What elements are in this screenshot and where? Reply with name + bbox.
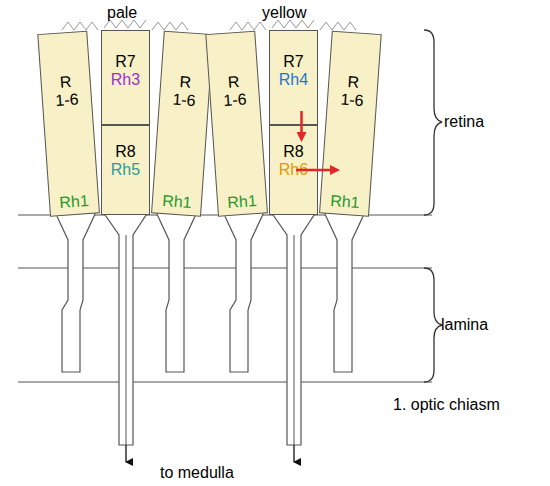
text-label: lamina	[441, 316, 488, 334]
cell-name: R7	[102, 53, 149, 71]
r7-r8-axon	[126, 235, 127, 445]
rhodopsin-label: Rh1	[320, 191, 369, 212]
cell-name: R8	[102, 143, 149, 161]
rhodopsin-label: Rh1	[218, 191, 267, 212]
rhabdomere-tip	[272, 20, 314, 28]
cell-name: R 1-6	[338, 72, 366, 110]
axon-terminal	[55, 212, 96, 372]
text-label: yellow	[262, 4, 306, 22]
projection-arrow	[125, 445, 126, 462]
photoreceptor-r1-6: R 1-6Rh1	[37, 31, 100, 217]
rhabdomere-tip	[104, 20, 146, 28]
text-label: pale	[107, 4, 137, 22]
text-label: 1. optic chiasm	[393, 396, 500, 414]
photoreceptor-r1-6: R 1-6Rh1	[205, 31, 268, 217]
cell-name: R 1-6	[170, 72, 198, 110]
rhodopsin-label: Rh1	[152, 191, 201, 212]
axon-terminal	[156, 212, 197, 372]
photoreceptor-r1-6: R 1-6Rh1	[151, 31, 214, 217]
r7-r8-axon	[103, 212, 148, 445]
signal-arrow	[300, 111, 303, 137]
r7-r8-axon	[271, 212, 316, 445]
rhabdomere-tip	[62, 22, 98, 30]
rhabdomere-tip	[230, 22, 266, 30]
rhodopsin-label: Rh5	[102, 161, 149, 179]
photoreceptor-cell: R7Rh3	[101, 30, 150, 125]
rhodopsin-label: Rh1	[50, 191, 99, 212]
text-label: to medulla	[160, 464, 234, 482]
cell-name: R7	[270, 53, 317, 71]
photoreceptor-cell: R8Rh5	[101, 125, 150, 215]
photoreceptor-cell: R7Rh4	[269, 30, 318, 125]
photoreceptor-cell: R8Rh6	[269, 125, 318, 215]
lamina-bracket	[424, 268, 442, 382]
axon-terminal	[223, 212, 264, 372]
cell-name: R 1-6	[220, 72, 248, 110]
rhodopsin-label: Rh4	[270, 71, 317, 89]
cell-name: R 1-6	[52, 72, 80, 110]
cell-name: R8	[270, 143, 317, 161]
signal-arrow	[296, 169, 335, 172]
lamina-boundary	[18, 381, 432, 382]
rhabdomere-tip	[320, 22, 356, 30]
retina-bracket	[424, 30, 442, 215]
projection-arrow	[293, 445, 294, 462]
rhabdomere-tip	[152, 22, 188, 30]
axon-terminal	[324, 212, 365, 372]
photoreceptor-r1-6: R 1-6Rh1	[319, 31, 382, 217]
r7-r8-axon	[294, 235, 295, 445]
text-label: retina	[444, 113, 484, 131]
rhodopsin-label: Rh6	[270, 161, 317, 179]
rhodopsin-label: Rh3	[102, 71, 149, 89]
